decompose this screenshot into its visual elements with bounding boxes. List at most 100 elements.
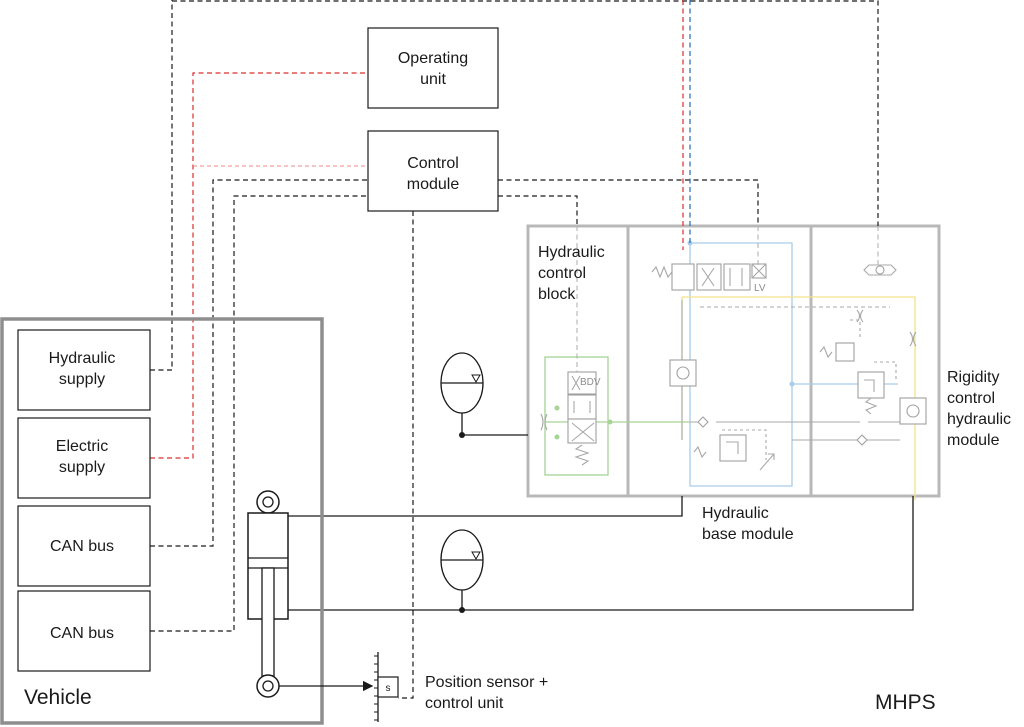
- check-valve-ball-1: [676, 366, 690, 380]
- edge-control-to-base: [498, 179, 759, 226]
- position-sensor-label-1: Position sensor +: [425, 674, 548, 691]
- rigidity-control-module-label-2: control: [947, 390, 995, 407]
- hydraulic-control-block-label-3: block: [538, 286, 576, 303]
- variable-throttle: [759, 453, 775, 471]
- bdv-spring: [574, 444, 590, 466]
- can-bus-1-label: CAN bus: [50, 538, 114, 555]
- edge-control-to-sensor: [398, 211, 414, 699]
- lv-valve-symbol: LV: [651, 263, 767, 294]
- accumulator-1-node: [459, 432, 465, 438]
- pressure-valve-2-arrow: [864, 379, 875, 392]
- module-labels: Hydraulic control block Hydraulic base m…: [538, 244, 1011, 714]
- cylinder-rod: [261, 567, 275, 677]
- can-bus-1-box: [17, 505, 151, 587]
- shuttle-valve-ball: [875, 265, 885, 275]
- rigidity-control-module-label-1: Rigidity: [947, 369, 999, 386]
- pressure-valve-2-pilot: [874, 361, 897, 382]
- operating-unit-box: [367, 27, 499, 109]
- vehicle-group: Vehicle Hydraulic supply Electric supply…: [0, 317, 324, 725]
- hydraulic-control-block-label-2: control: [538, 265, 586, 282]
- edge-hydraulic-supply: [150, 0, 173, 371]
- shuttle-valve-body: [863, 264, 897, 276]
- throttle-3: [909, 331, 917, 347]
- control-module-box: [367, 130, 499, 212]
- rigidity-control-module-label-3: hydraulic: [947, 411, 1011, 428]
- green-junction-2: [554, 434, 560, 440]
- can-bus-2-label: CAN bus: [50, 625, 114, 642]
- node-operating-unit: Operating unit: [367, 27, 499, 109]
- accumulator-2: [440, 529, 484, 613]
- lv-valve-cell-1: [671, 263, 695, 291]
- lv-valve-cell-3: [723, 263, 751, 291]
- control-module-label-1: Control: [407, 155, 459, 172]
- lv-valve-actuator-cross: [751, 263, 767, 279]
- sensor-symbol: s: [386, 683, 391, 694]
- operating-unit-label-2: unit: [420, 71, 446, 88]
- lv-valve-arrows: [701, 267, 743, 287]
- pressure-valve-1: [719, 434, 747, 462]
- pressure-valve-2-spring: [864, 397, 878, 415]
- edge-hydraulic-supply-top: [172, 0, 879, 226]
- mhps-label: MHPS: [875, 691, 936, 714]
- hydraulic-module-frames: [526, 224, 941, 498]
- can-bus-2-box: [17, 590, 151, 672]
- lv-label: LV: [754, 283, 766, 294]
- edge-electric-operating-unit: [150, 72, 368, 459]
- pressure-valve-1-pilot: [722, 429, 767, 460]
- rigidity-control-module-frame: [809, 224, 941, 498]
- edge-cylinder-base-module: [288, 496, 683, 517]
- edge-can-bus-2: [150, 195, 368, 632]
- accumulator-1-triangle: [471, 374, 481, 384]
- hydraulic-base-module-label-1: Hydraulic: [702, 505, 769, 522]
- bdv-actuator-cross: [571, 375, 581, 391]
- hydraulic-supply-box: [17, 329, 151, 411]
- edge-control-to-block: [498, 195, 578, 226]
- pressure-valve-3-pilot: [850, 319, 861, 338]
- operating-unit-label-1: Operating: [398, 50, 468, 67]
- yellow-circuit-line: [682, 296, 916, 500]
- fitting-1: [697, 416, 709, 428]
- green-junction-3: [607, 419, 613, 425]
- signal-connections: [150, 0, 879, 699]
- control-module-label-2: module: [407, 176, 460, 193]
- accumulator-2-triangle: [471, 551, 481, 561]
- vehicle-frame: [0, 317, 324, 725]
- cylinder-bottom-eye-inner: [262, 680, 274, 692]
- node-position-sensor: s Position sensor + control unit: [374, 652, 548, 722]
- bdv-cell-1: [567, 394, 597, 420]
- bdv-label: BDV: [580, 377, 601, 388]
- vehicle-label: Vehicle: [24, 686, 92, 709]
- green-junction-1: [554, 405, 560, 411]
- blue-junction-1: [789, 381, 795, 387]
- electric-supply-label-2: supply: [59, 459, 105, 476]
- hydraulic-control-block-label-1: Hydraulic: [538, 244, 605, 261]
- hydraulic-base-module-label-2: base module: [702, 526, 794, 543]
- accumulator-1-line: [461, 413, 528, 436]
- hydraulic-cylinder: [247, 490, 289, 698]
- position-sensor-label-2: control unit: [425, 695, 504, 712]
- bdv-arrows: [571, 401, 595, 442]
- pressure-valve-2: [857, 371, 885, 399]
- edge-cylinder-rigidity-module: [288, 496, 914, 611]
- throttle-2: [856, 309, 864, 323]
- edge-can-bus-1: [150, 179, 368, 547]
- sensor-box: [377, 676, 399, 698]
- lv-valve-cell-2: [696, 263, 722, 291]
- pressure-valve-1-arrow: [726, 441, 739, 454]
- hydraulic-supply-label-2: supply: [59, 371, 105, 388]
- hydraulic-supply-label-1: Hydraulic: [49, 350, 116, 367]
- bdv-throttle: [540, 413, 548, 431]
- node-control-module: Control module: [367, 130, 499, 212]
- electric-supply-box: [17, 417, 151, 499]
- accumulator-1: [440, 352, 528, 438]
- blue-junction-2: [687, 240, 693, 246]
- sensor-scale-ticks: [374, 655, 378, 721]
- bdv-valve-symbol: BDV: [540, 371, 601, 466]
- hydraulic-symbols: LV BDV: [540, 263, 927, 471]
- check-valve-ball-2: [906, 404, 920, 418]
- lv-valve-spring: [651, 265, 673, 279]
- pressure-valve-3: [835, 342, 855, 362]
- pressure-valve-1-spring: [693, 445, 707, 459]
- rigidity-control-module-label-4: module: [947, 432, 1000, 449]
